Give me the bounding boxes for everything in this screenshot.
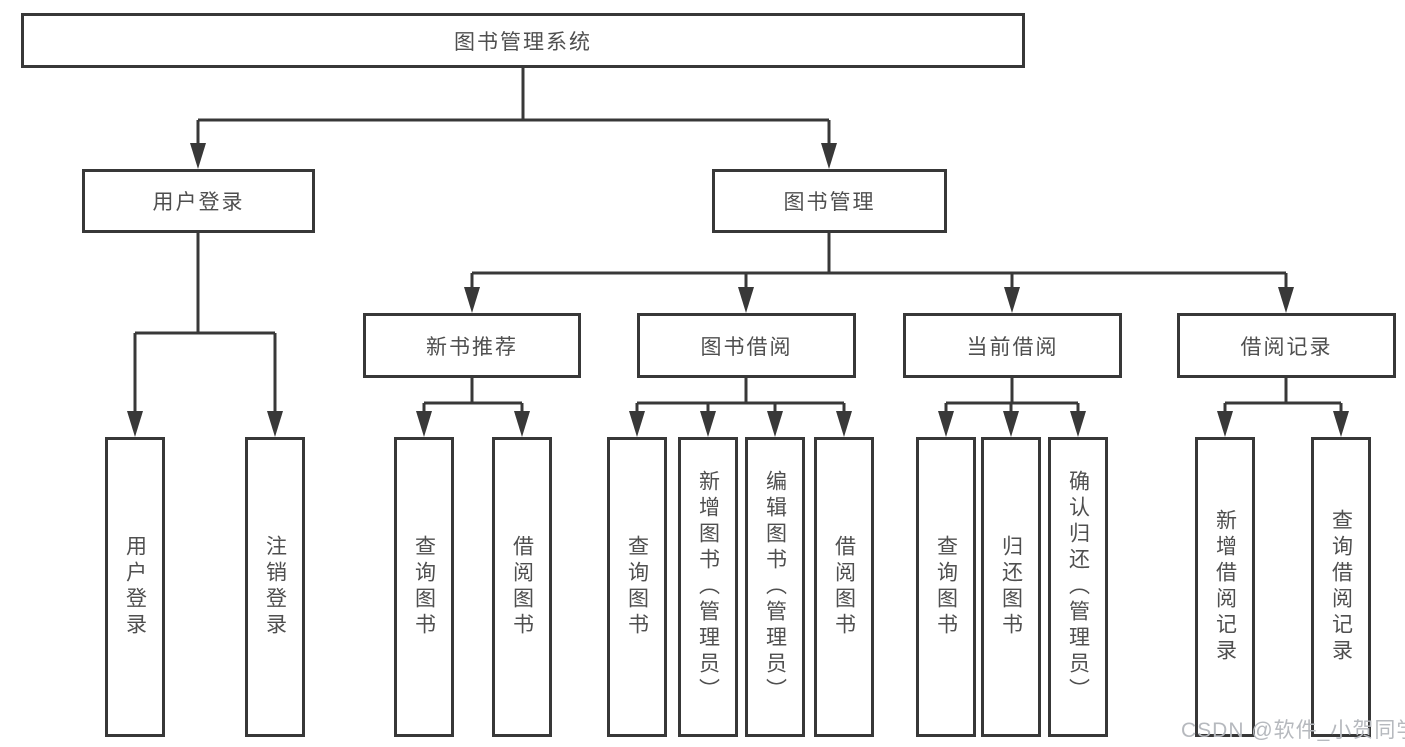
leaf-add-borrow-record: 新增借阅记录 bbox=[1195, 437, 1255, 737]
node-label: 查询图书 bbox=[934, 535, 958, 639]
watermark-text: CSDN @软件_小贺同学 bbox=[1181, 719, 1405, 742]
node-label: 新书推荐 bbox=[426, 335, 518, 359]
node-label: 编辑图书（管理员） bbox=[763, 470, 787, 704]
leaf-confirm-return-admin: 确认归还（管理员） bbox=[1048, 437, 1108, 737]
arrowheads bbox=[127, 143, 1349, 437]
node-label: 新增图书（管理员） bbox=[696, 470, 720, 704]
node-label: 图书管理系统 bbox=[454, 30, 592, 54]
node-current-borrowing: 当前借阅 bbox=[903, 313, 1122, 378]
leaf-edit-book-admin: 编辑图书（管理员） bbox=[745, 437, 805, 737]
leaf-logout: 注销登录 bbox=[245, 437, 305, 737]
node-label: 借阅记录 bbox=[1240, 335, 1333, 359]
node-label: 当前借阅 bbox=[966, 335, 1059, 359]
node-label: 用户登录 bbox=[123, 535, 147, 639]
node-library-management-system: 图书管理系统 bbox=[21, 13, 1025, 68]
node-book-borrowing: 图书借阅 bbox=[637, 313, 856, 378]
node-label: 查询图书 bbox=[625, 535, 649, 639]
node-label: 图书管理 bbox=[783, 191, 876, 214]
node-label: 用户登录 bbox=[152, 191, 245, 214]
node-book-management: 图书管理 bbox=[712, 169, 947, 233]
leaf-user-login: 用户登录 bbox=[105, 437, 165, 737]
leaf-add-book-admin: 新增图书（管理员） bbox=[678, 437, 738, 737]
node-new-book-recommendation: 新书推荐 bbox=[363, 313, 581, 378]
node-label: 查询图书 bbox=[412, 535, 436, 639]
node-label: 归还图书 bbox=[999, 535, 1023, 639]
node-label: 图书借阅 bbox=[700, 335, 793, 359]
leaf-borrow-books-1: 借阅图书 bbox=[492, 437, 552, 737]
leaf-borrow-books-2: 借阅图书 bbox=[814, 437, 874, 737]
node-user-login: 用户登录 bbox=[82, 169, 315, 233]
leaf-query-books-1: 查询图书 bbox=[394, 437, 454, 737]
leaf-query-borrow-record: 查询借阅记录 bbox=[1311, 437, 1371, 737]
node-label: 新增借阅记录 bbox=[1213, 509, 1237, 665]
node-borrowing-records: 借阅记录 bbox=[1177, 313, 1396, 378]
node-label: 确认归还（管理员） bbox=[1066, 470, 1090, 704]
node-label: 查询借阅记录 bbox=[1329, 509, 1353, 665]
node-label: 借阅图书 bbox=[510, 535, 534, 639]
node-label: 注销登录 bbox=[263, 535, 287, 639]
leaf-return-books: 归还图书 bbox=[981, 437, 1041, 737]
leaf-query-books-3: 查询图书 bbox=[916, 437, 976, 737]
node-label: 借阅图书 bbox=[832, 535, 856, 639]
leaf-query-books-2: 查询图书 bbox=[607, 437, 667, 737]
connector-paths bbox=[133, 68, 1343, 413]
